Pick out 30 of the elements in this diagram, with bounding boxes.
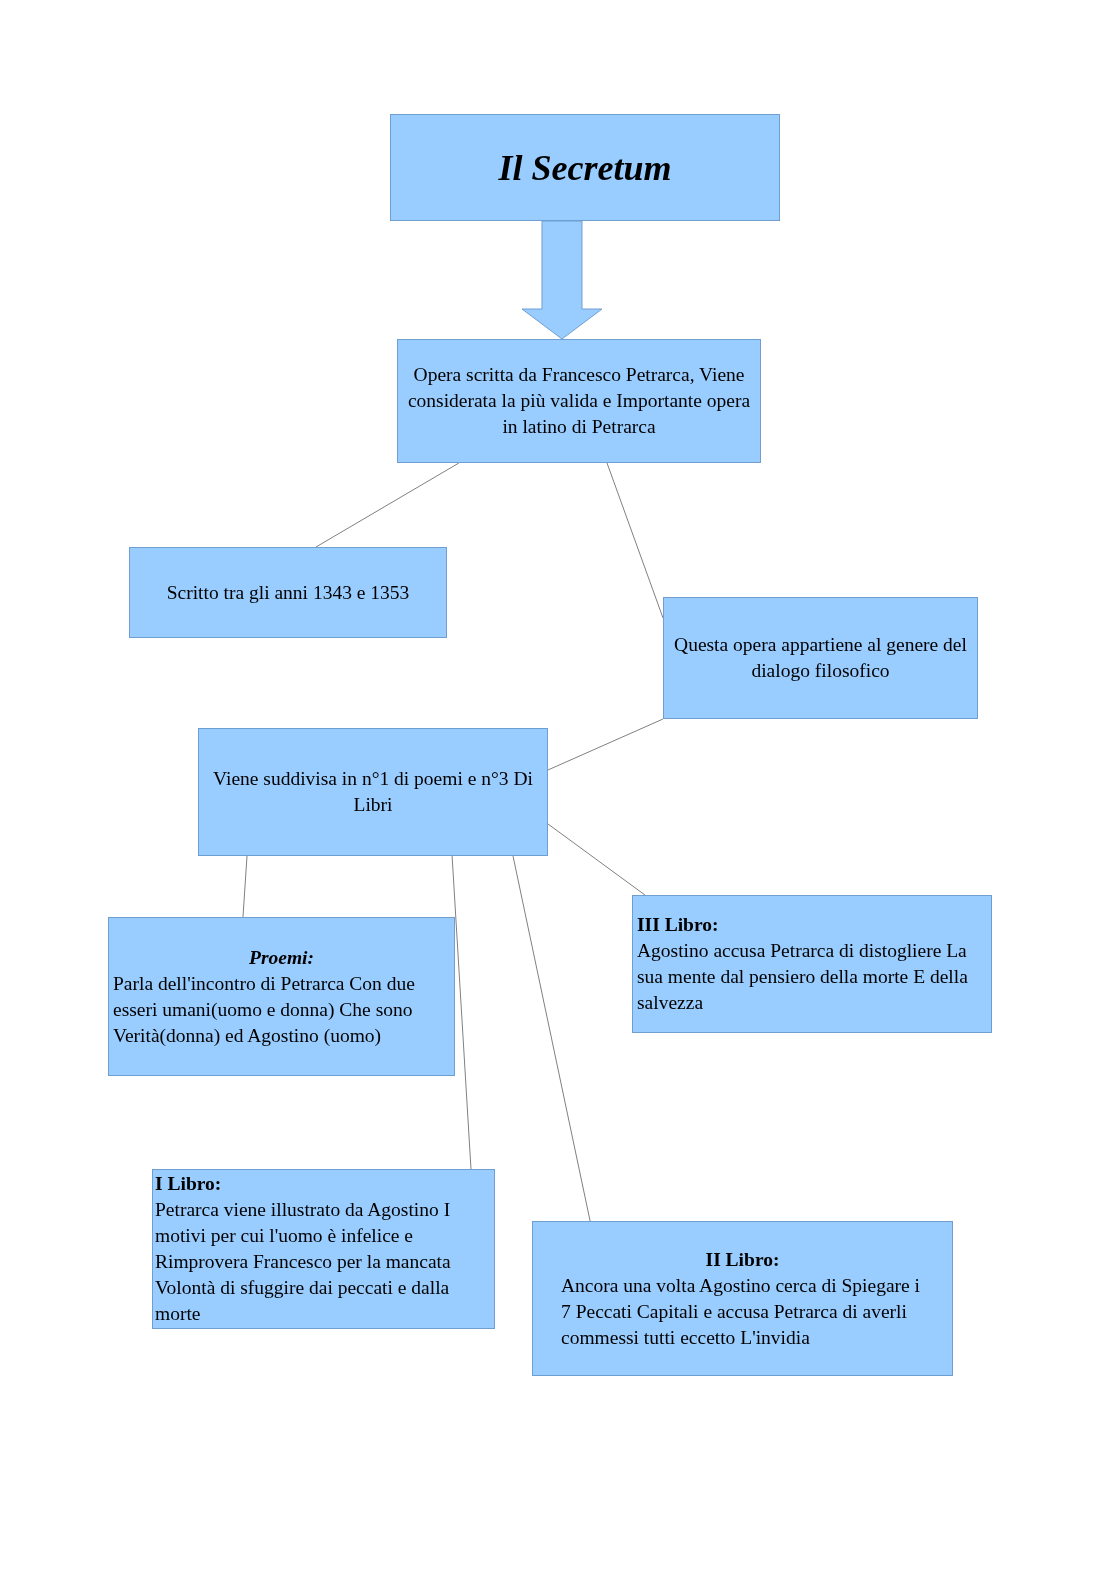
- connector-line: [606, 462, 664, 619]
- connector-line: [547, 718, 664, 771]
- heading-text: I Libro:: [155, 1172, 223, 1196]
- text-box: [532, 1221, 953, 1376]
- connector-line: [315, 462, 460, 548]
- heading-text: Proemi:: [248, 945, 315, 970]
- body-text: Ancora una volta Agostino cerca di Spiegare i 7 Peccati Capitali e accusa Petrarca di averli commessi tutti eccetto L'invidia: [561, 1273, 921, 1350]
- body-text: Viene suddivisa in n°1 di poemi e n°3 Di Libri: [212, 767, 534, 817]
- heading-text: II Libro:: [704, 1247, 781, 1272]
- text-box: [632, 895, 992, 1033]
- text-box: [129, 547, 447, 638]
- body-text: Parla dell'incontro di Petrarca Con due esseri umani(uomo e donna) Che sono Verità(donna) ed Agostino (uomo): [113, 971, 416, 1048]
- connector-line: [547, 823, 646, 896]
- heading-text: III Libro:: [637, 913, 720, 937]
- title-text: Il Secretum: [498, 146, 672, 189]
- connector-line: [451, 855, 472, 1170]
- connector-line: [242, 855, 248, 918]
- body-text: Opera scritta da Francesco Petrarca, Viene considerata la più valida e Importante opera in latino di Petrarca: [406, 363, 752, 439]
- title-box: [390, 114, 780, 221]
- text-box: [663, 597, 978, 719]
- connector-line: [512, 855, 591, 1222]
- block-arrow: [521, 220, 603, 340]
- text-box: [108, 917, 455, 1076]
- text-box: [152, 1169, 495, 1329]
- body-text: Scritto tra gli anni 1343 e 1353: [166, 580, 410, 605]
- body-text: Agostino accusa Petrarca di distogliere La sua mente dal pensiero della morte E della salvezza: [637, 939, 969, 1015]
- body-text: Questa opera appartiene al genere del dialogo filosofico: [673, 633, 968, 683]
- text-box: [198, 728, 548, 856]
- body-text: Petrarca viene illustrato da Agostino I motivi per cui l'uomo è infelice e Rimprovera Francesco per la mancata Volontà di sfuggire dai peccati e dalla morte: [155, 1198, 452, 1326]
- text-box: [397, 339, 761, 463]
